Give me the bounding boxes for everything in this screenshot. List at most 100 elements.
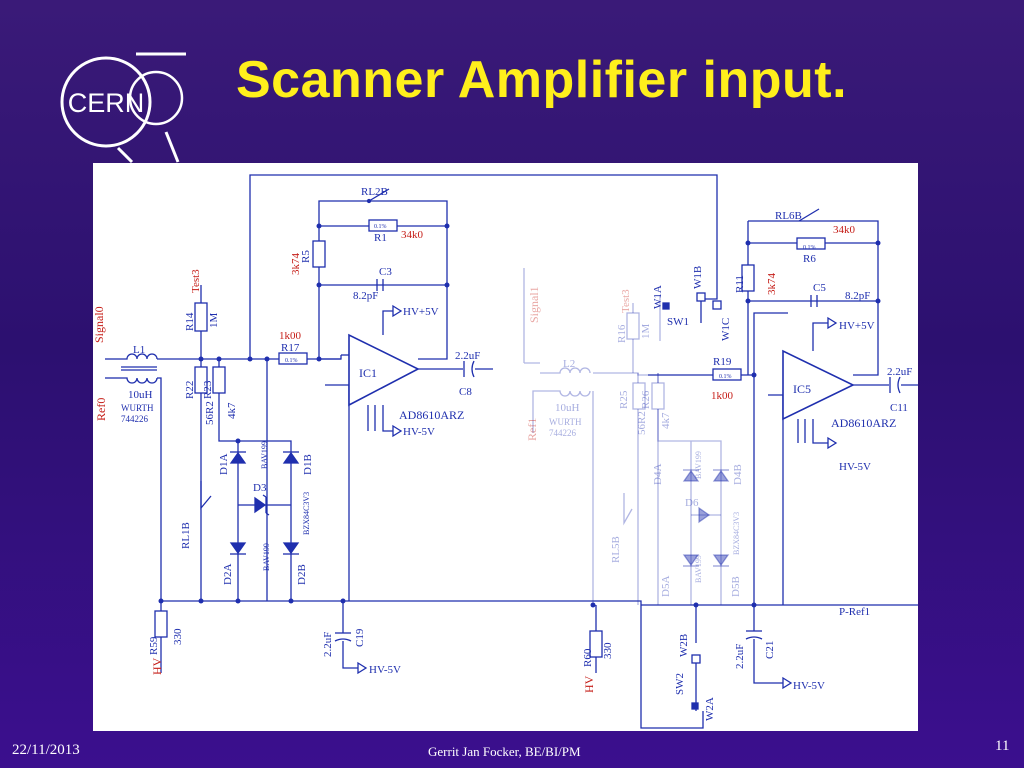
- tol-r17: 0.1%: [285, 358, 298, 364]
- label-r11: R11: [734, 275, 746, 293]
- label-rl5b: RL5B: [610, 536, 622, 563]
- label-zener-right: BZX84C3V3: [732, 512, 741, 555]
- page-number: 11: [995, 738, 1010, 754]
- label-c8-value: 2.2uF: [455, 350, 480, 362]
- label-d6: D6: [685, 497, 699, 509]
- diode-d1a: [229, 451, 247, 464]
- capacitor-c21: [745, 630, 763, 640]
- tol-r1: 0.1%: [374, 224, 387, 230]
- label-r6: R6: [803, 253, 816, 265]
- arrow-hv-pos-left: [392, 304, 403, 318]
- label-c19-value: 2.2uF: [322, 632, 334, 657]
- resistor-r60: [589, 630, 603, 658]
- label-r17: R17: [281, 342, 300, 354]
- label-r22: R22: [184, 381, 196, 399]
- resistor-r6: [796, 237, 826, 250]
- label-r1: R1: [374, 232, 387, 244]
- label-rl6b: RL6B: [775, 210, 802, 222]
- resistor-r17: [278, 352, 308, 365]
- label-l1-part: 744226: [121, 414, 149, 424]
- label-sw1: SW1: [667, 316, 689, 328]
- capacitor-c19: [334, 632, 352, 642]
- label-c21: C21: [764, 641, 776, 659]
- label-w1b: W1B: [692, 266, 704, 289]
- switch-w1: [662, 292, 722, 310]
- label-r59-value: 330: [172, 628, 184, 645]
- left-junctions: [158, 223, 450, 604]
- inductor-l1: [120, 353, 158, 384]
- label-c3: C3: [379, 266, 392, 278]
- test3-right: Test3: [620, 289, 632, 313]
- port-signal1: Signal1: [527, 286, 541, 323]
- label-c8: C8: [459, 386, 472, 398]
- right-junctions: [590, 240, 881, 608]
- resistor-r14: [194, 302, 208, 332]
- label-d4a: D4A: [652, 464, 664, 485]
- label-l1: L1: [133, 344, 145, 356]
- label-ic1: IC1: [359, 366, 377, 380]
- arrow-hv-neg-c21: [782, 676, 793, 690]
- label-r25-value: 56R2: [636, 411, 648, 435]
- opamp-ic1: [348, 333, 420, 407]
- label-c11-value: 2.2uF: [887, 366, 912, 378]
- resistor-r5: [312, 240, 326, 268]
- label-d4b: D4B: [732, 464, 744, 485]
- label-ic5: IC5: [793, 382, 811, 396]
- label-c5: C5: [813, 282, 826, 294]
- capacitor-c11: [889, 376, 901, 394]
- label-l1-value: 10uH: [128, 389, 153, 401]
- port-ref1: Ref1: [525, 418, 539, 441]
- label-r23: R23: [202, 380, 214, 399]
- label-ic5-part: AD8610ARZ: [831, 416, 896, 430]
- label-c19-supply: HV-5V: [369, 664, 401, 676]
- label-d3: D3: [253, 482, 267, 494]
- label-d2a: D2A: [222, 564, 234, 585]
- label-l2-maker: WURTH: [549, 417, 582, 427]
- label-r26: R26: [640, 390, 652, 409]
- label-rl1b: RL1B: [180, 522, 192, 549]
- label-bav199-top: BAV199: [260, 441, 269, 469]
- label-zener-left: BZX84C3V3: [302, 492, 311, 535]
- label-rl2b: RL2B: [361, 186, 388, 198]
- label-r16: R16: [616, 324, 628, 343]
- cern-logo: CERN: [56, 52, 196, 164]
- right-faded-labels: Signal1 Ref1 Test3 L2 10uH WURTH 744226 …: [525, 286, 744, 597]
- resistor-r23: [212, 366, 226, 394]
- label-c21-value: 2.2uF: [734, 644, 746, 669]
- label-sw2: SW2: [674, 673, 686, 695]
- label-r5: R5: [300, 250, 312, 263]
- label-hv-pos-left: HV+5V: [403, 306, 439, 318]
- label-r25: R25: [618, 390, 630, 409]
- relay-rl6b: [798, 208, 820, 222]
- test3-left: Test3: [190, 269, 202, 293]
- label-d5b: D5B: [730, 576, 742, 597]
- diode-d2a: [229, 542, 247, 555]
- tol-r6: 0.1%: [803, 245, 816, 251]
- label-r6-value: 34k0: [833, 224, 856, 236]
- label-r14: R14: [184, 312, 196, 331]
- label-d1a: D1A: [218, 454, 230, 475]
- label-w1c: W1C: [720, 318, 732, 341]
- resistor-r59: [154, 610, 168, 638]
- label-w2a: W2A: [704, 697, 716, 721]
- port-hv-left: HV: [150, 657, 164, 675]
- label-r22-value: 56R2: [204, 401, 216, 425]
- arrow-hv-neg-c19: [357, 661, 368, 675]
- label-c21-supply: HV-5V: [793, 680, 825, 692]
- opamp-ic5: [782, 349, 855, 421]
- footer-author: Gerrit Jan Focker, BE/BI/PM: [428, 744, 581, 759]
- label-r17-value: 1k00: [279, 330, 302, 342]
- label-r19: R19: [713, 356, 732, 368]
- label-l1-maker: WURTH: [121, 403, 154, 413]
- arrow-hv-pos-right: [827, 316, 838, 330]
- label-hv-neg-right: HV-5V: [839, 461, 871, 473]
- label-c11: C11: [890, 402, 908, 414]
- label-r60-value: 330: [602, 642, 614, 659]
- label-bav199-r-bottom: BAV199: [694, 555, 703, 583]
- arrow-hv-neg-left: [392, 424, 403, 438]
- label-r14-value: 1M: [208, 313, 220, 329]
- label-c5-value: 8.2pF: [845, 290, 870, 302]
- label-r59: R59: [148, 636, 160, 655]
- label-hv-neg-left: HV-5V: [403, 426, 435, 438]
- resistor-r1: [368, 219, 398, 232]
